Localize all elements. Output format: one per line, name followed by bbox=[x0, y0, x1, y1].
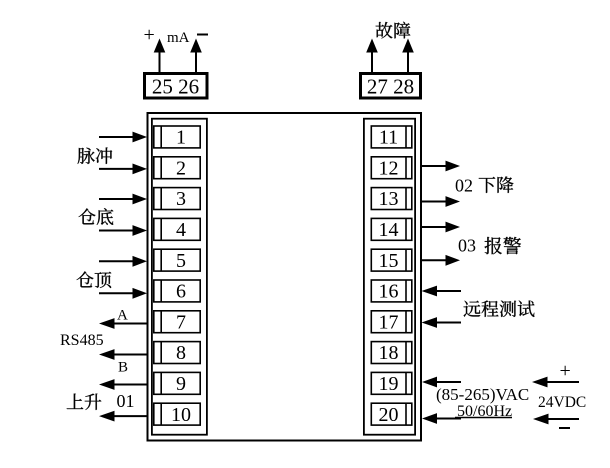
svg-text:+: + bbox=[560, 360, 571, 382]
svg-text:B: B bbox=[118, 360, 128, 376]
svg-text:01: 01 bbox=[117, 391, 135, 411]
svg-text:+: + bbox=[144, 24, 155, 46]
svg-text:7: 7 bbox=[176, 311, 186, 333]
svg-text:2: 2 bbox=[176, 157, 186, 179]
svg-text:20: 20 bbox=[379, 404, 399, 426]
svg-text:3: 3 bbox=[176, 188, 186, 210]
svg-text:(85-265)VAC: (85-265)VAC bbox=[436, 385, 529, 404]
svg-text:4: 4 bbox=[176, 219, 186, 241]
svg-text:24VDC: 24VDC bbox=[538, 394, 586, 411]
svg-text:RS485: RS485 bbox=[60, 332, 104, 349]
svg-text:8: 8 bbox=[176, 342, 186, 364]
svg-text:6: 6 bbox=[176, 281, 186, 303]
svg-text:19: 19 bbox=[379, 373, 399, 395]
svg-text:9: 9 bbox=[176, 373, 186, 395]
svg-text:mA: mA bbox=[167, 30, 190, 46]
svg-text:5: 5 bbox=[176, 250, 186, 272]
svg-text:50/60Hz: 50/60Hz bbox=[457, 403, 512, 420]
svg-text:18: 18 bbox=[379, 342, 399, 364]
svg-text:A: A bbox=[117, 308, 128, 324]
svg-text:03: 03 bbox=[458, 236, 476, 256]
svg-text:12: 12 bbox=[379, 157, 399, 179]
svg-text:02: 02 bbox=[455, 176, 473, 196]
svg-text:27 28: 27 28 bbox=[367, 75, 414, 99]
svg-text:10: 10 bbox=[171, 404, 191, 426]
svg-text:11: 11 bbox=[379, 127, 398, 149]
svg-text:14: 14 bbox=[379, 219, 399, 241]
svg-text:1: 1 bbox=[176, 127, 186, 149]
svg-text:16: 16 bbox=[379, 281, 399, 303]
svg-text:15: 15 bbox=[379, 250, 399, 272]
svg-text:13: 13 bbox=[379, 188, 399, 210]
svg-text:25 26: 25 26 bbox=[152, 75, 199, 99]
svg-text:17: 17 bbox=[379, 311, 399, 333]
